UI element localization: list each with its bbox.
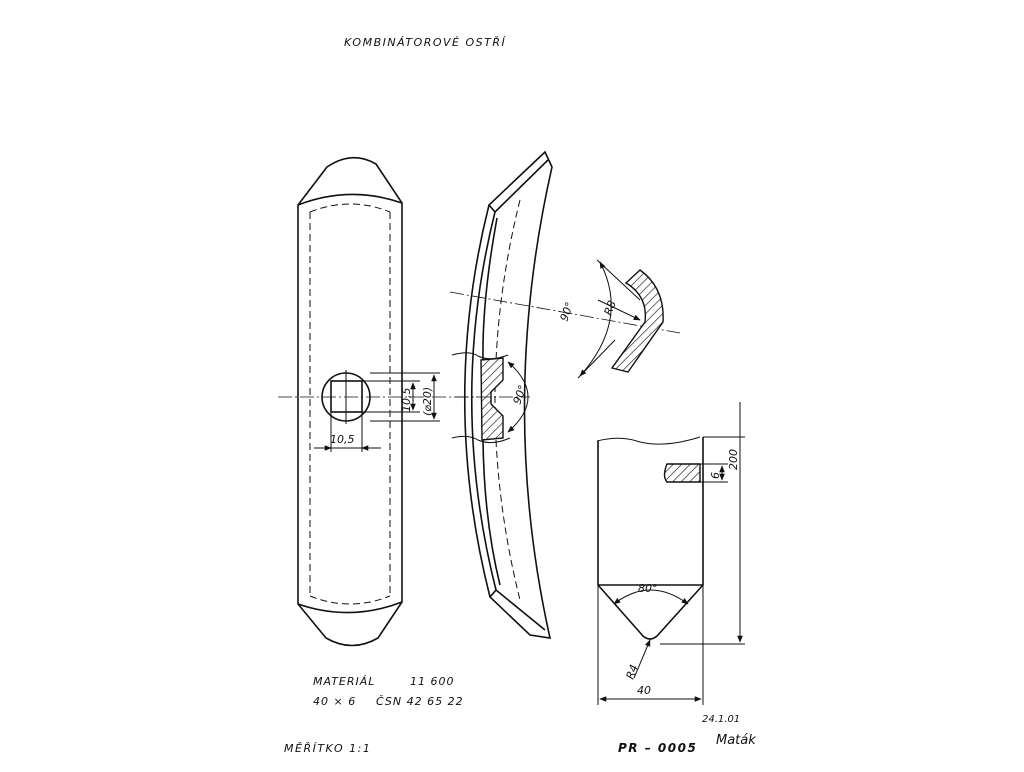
blade-side-outline [463,150,553,639]
countersink-section-hatch [480,357,504,441]
dim-countersink-angle: 90° [511,383,530,406]
dim-bend-radius: R8 [602,299,619,317]
dim-width: 40 [637,684,651,697]
dim-counterbore-diameter: (⌀20) [421,387,434,416]
dim-bend-angle: 90° [558,300,577,323]
section-view: 90° R8 [449,259,681,379]
bent-profile-section-hatch [610,269,664,373]
profile-size: 40 × 6 [313,695,356,708]
side-view: 90° [451,150,553,639]
dim-length: 200 [727,449,740,470]
dim-tip-radius: R4 [624,663,641,681]
scale-label: MĚŘÍTKO 1:1 [284,742,371,755]
dim-square-hole-horizontal: 10,5 [330,433,355,446]
title-block: MATERIÁL 11 600 40 × 6 ČSN 42 65 22 MĚŘÍ… [284,675,756,755]
drawing-title: KOMBINÁTOROVÉ OSTŘÍ [344,36,506,49]
standard-number: ČSN 42 65 22 [376,695,464,708]
material-value: 11 600 [410,675,455,688]
dim-tip-angle: 80° [638,582,658,595]
material-label: MATERIÁL [313,675,375,688]
tip-detail-view: 6 200 80° R4 40 [596,402,745,705]
drawing-date: 24.1.01 [702,714,740,725]
drawing-number: PR – 0005 [618,741,697,755]
blade-front-outline [297,156,403,647]
signature: Maták [716,733,756,748]
blade-front-inner-outline [297,193,403,614]
front-view: 10,5 10,5 (⌀20) [278,156,478,647]
dim-thickness: 6 [709,472,722,479]
thickness-section-hatch [663,463,701,483]
dim-square-hole-vertical: 10,5 [400,388,413,413]
tip-outline [597,437,704,640]
